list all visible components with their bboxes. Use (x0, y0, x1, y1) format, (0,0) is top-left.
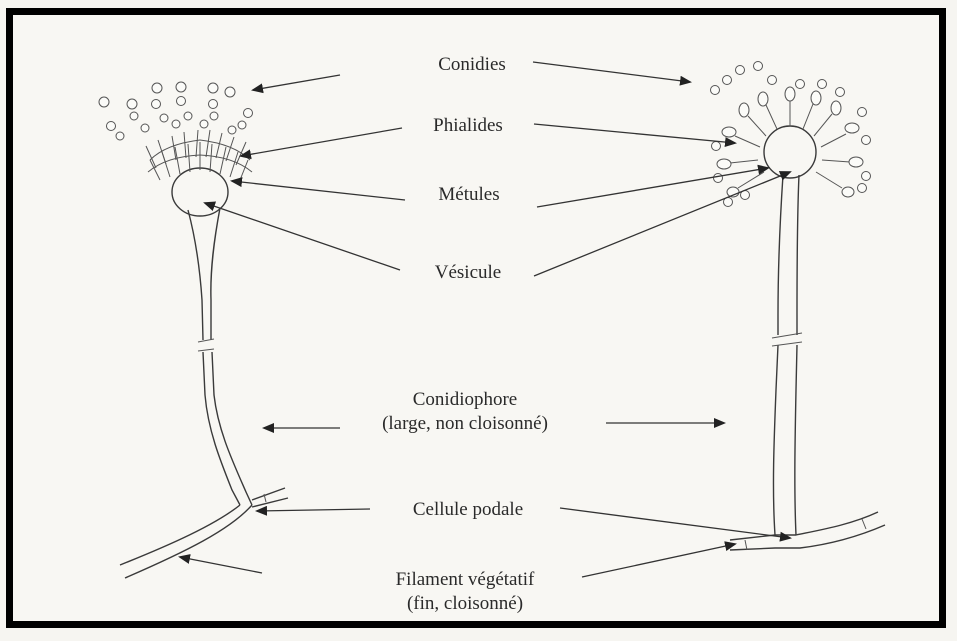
arrow-filament-right (582, 544, 735, 577)
label-filament-detail: (fin, cloisonné) (407, 593, 523, 614)
label-conidiophore-detail: (large, non cloisonné) (382, 413, 548, 434)
arrow-phialides-right (534, 124, 735, 143)
label-conidiophore: Conidiophore (413, 389, 518, 410)
left-phialides (146, 130, 252, 180)
labels: Conidies Phialides Métules Vésicule Coni… (382, 54, 548, 614)
left-fungus (99, 82, 288, 578)
arrow-metules-left (232, 181, 405, 200)
arrow-podale-left (257, 509, 370, 511)
right-phialides (717, 87, 863, 197)
label-filament: Filament végétatif (396, 569, 535, 590)
arrow-vesicule-left (205, 203, 400, 270)
label-vesicule: Vésicule (435, 262, 501, 283)
arrow-podale-right (560, 508, 790, 538)
right-fungus (711, 62, 886, 551)
arrow-vesicule-right (534, 172, 790, 276)
label-phialides: Phialides (433, 115, 503, 136)
right-conidiophore (773, 175, 783, 535)
label-cellule-podale: Cellule podale (413, 499, 523, 520)
right-vesicle (764, 126, 816, 178)
left-foot-cell (120, 505, 240, 565)
label-conidies: Conidies (438, 54, 506, 75)
arrow-filament-left (180, 557, 262, 573)
arrow-conidies-left (253, 75, 340, 90)
left-conidia (99, 82, 253, 140)
arrow-conidies-right (533, 62, 690, 82)
arrow-phialides-left (241, 128, 402, 156)
left-vesicle (172, 168, 228, 216)
label-metules: Métules (438, 184, 499, 205)
